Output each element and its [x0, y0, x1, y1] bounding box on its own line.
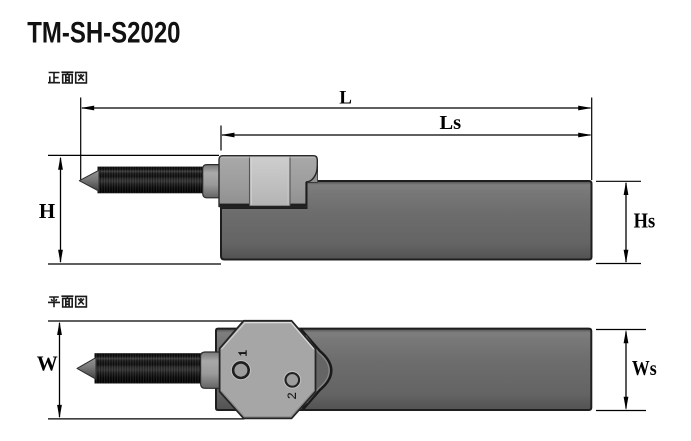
svg-text:Hs: Hs — [634, 209, 656, 232]
svg-text:Ws: Ws — [632, 358, 657, 381]
svg-text:TM-SH-S2020: TM-SH-S2020 — [27, 15, 180, 49]
svg-text:H: H — [39, 199, 55, 223]
svg-text:Ls: Ls — [440, 112, 462, 134]
svg-text:W: W — [37, 352, 58, 376]
svg-text:L: L — [339, 88, 352, 109]
